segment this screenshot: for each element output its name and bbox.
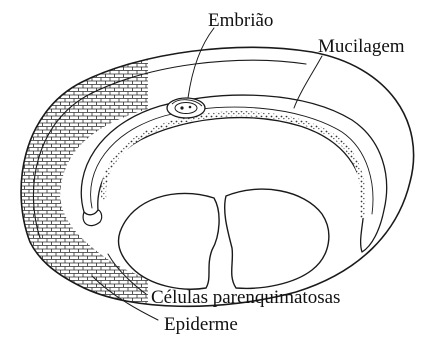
label-mucilage: Mucilagem: [318, 36, 405, 57]
mucilage-layer: [104, 114, 364, 218]
label-parenchyma: Células parenquimatosas: [151, 287, 340, 308]
label-embryo: Embrião: [208, 10, 273, 31]
label-epidermis: Epiderme: [164, 314, 238, 335]
radicle-tip: [83, 210, 102, 226]
cavity-right-lobe: [225, 189, 329, 288]
parenchyma-cell-zone: [21, 47, 414, 306]
embryo-band: [81, 95, 386, 252]
embryo-structure: [167, 98, 205, 118]
embryo-band-inner: [91, 107, 373, 214]
